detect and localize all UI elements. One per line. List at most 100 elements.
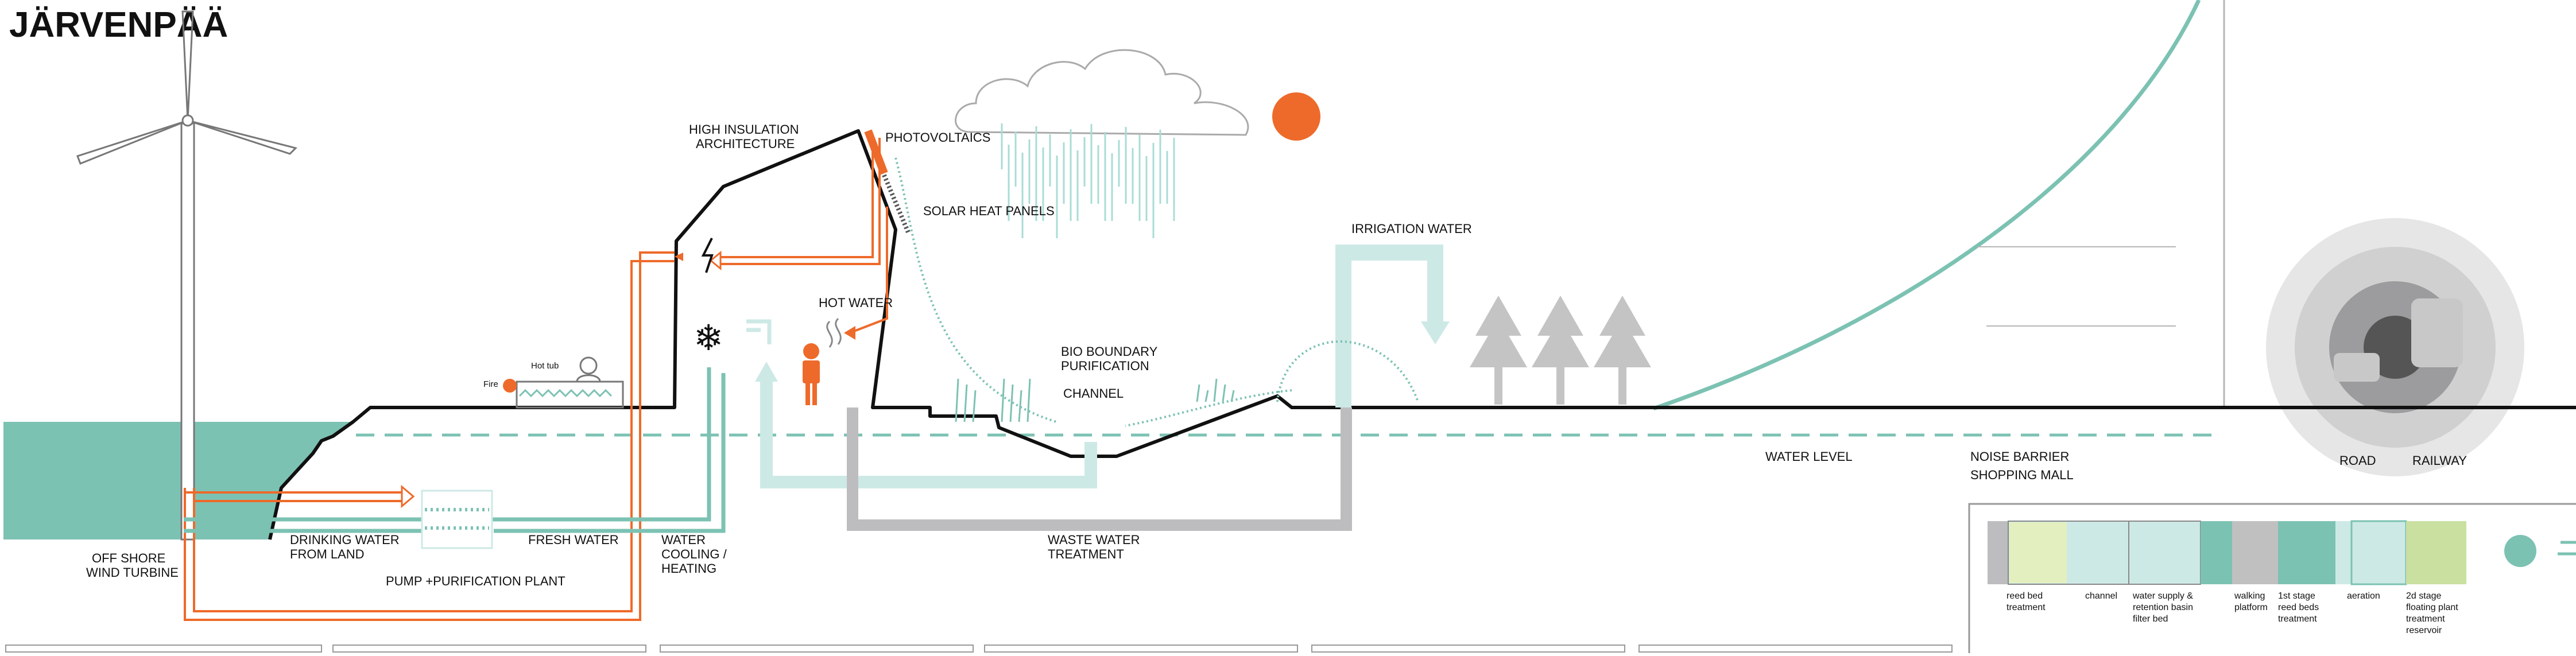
- label-channel: CHANNEL: [1063, 386, 1124, 401]
- hot-tub-icon: [516, 356, 624, 409]
- label-hot-water: HOT WATER: [819, 296, 893, 310]
- label-purification: PURIFICATION: [1061, 359, 1149, 373]
- legend-first-stage: 1st stage: [2278, 591, 2315, 601]
- reed: [1009, 384, 1014, 422]
- cooling-pipe: [494, 373, 726, 533]
- rain-flow: [894, 157, 1057, 423]
- photovoltaic-panel: [864, 129, 888, 175]
- label-irrigation-water: IRRIGATION WATER: [1351, 222, 1472, 236]
- label-shopping-mall: SHOPPING MALL: [1970, 468, 2074, 482]
- electricity-pipes: [184, 138, 888, 621]
- reed: [1196, 384, 1200, 402]
- reed: [1018, 390, 1022, 422]
- reed: [1230, 390, 1235, 402]
- waste-water-pipe: [847, 407, 1352, 531]
- legend-floating-plant: floating plant: [2406, 603, 2458, 612]
- reed: [1026, 378, 1031, 422]
- legend-second-treatment: treatment: [2406, 614, 2445, 624]
- legend-channel: channel: [2085, 591, 2117, 601]
- label-cooling: COOLING /: [661, 547, 727, 561]
- strip-frame: [1638, 645, 1953, 653]
- arrow-icon: [1421, 321, 1450, 344]
- legend-retention-basin: retention basin: [2133, 603, 2193, 612]
- train-icon: [2411, 298, 2463, 367]
- reed: [1222, 384, 1226, 402]
- arrow-icon: [675, 253, 683, 261]
- label-bio-boundary: BIO BOUNDARY: [1061, 344, 1158, 359]
- fire-icon: [503, 379, 517, 393]
- label-water-cooling: WATER: [661, 533, 706, 547]
- snowflake-icon: ❄: [694, 319, 723, 358]
- lake-water: [3, 422, 353, 539]
- strip-frame: [332, 645, 646, 653]
- legend-platform: platform: [2234, 603, 2268, 612]
- noise-barrier-curve: [1652, 0, 2201, 411]
- irrigation-pipe: [1335, 244, 1443, 407]
- legend-aeration: aeration: [2347, 591, 2380, 601]
- arrow-icon: [755, 362, 778, 382]
- label-pump-plant: PUMP +PURIFICATION PLANT: [386, 574, 565, 588]
- reed: [972, 390, 977, 422]
- label-waste-water: WASTE WATER: [1048, 533, 1140, 547]
- legend-reservoir: reservoir: [2406, 626, 2442, 635]
- label-architecture: ARCHITECTURE: [696, 137, 795, 151]
- label-solar-heat-panels: SOLAR HEAT PANELS: [923, 204, 1055, 218]
- arrow-icon: [401, 484, 415, 509]
- label-off-shore: OFF SHORE: [92, 551, 165, 565]
- wind-turbine-icon: [76, 10, 297, 541]
- plant-icon: [2504, 535, 2536, 567]
- wetland-legend: [1968, 503, 2576, 656]
- label-wind-turbine: WIND TURBINE: [86, 565, 179, 580]
- legend-walking: walking: [2234, 591, 2265, 601]
- legend-second-stage: 2d stage: [2406, 591, 2441, 601]
- bottom-strip: [5, 645, 1953, 653]
- label-hot-tub: Hot tub: [531, 361, 559, 371]
- legend-reed-bed-treatment: treatment: [2006, 603, 2046, 612]
- person-icon: [803, 343, 820, 405]
- legend-reed-bed: reed bed: [2006, 591, 2043, 601]
- ground-section: [268, 129, 2576, 540]
- legend-first-treatment: treatment: [2278, 614, 2317, 624]
- strip-frame: [660, 645, 974, 653]
- sun-icon: [1272, 92, 1320, 141]
- legend-reed-beds: reed beds: [2278, 603, 2319, 612]
- page-title: JÄRVENPÄÄ: [9, 5, 228, 45]
- label-fire: Fire: [483, 379, 498, 389]
- label-drinking-water: DRINKING WATER: [290, 533, 400, 547]
- arrow-icon: [709, 250, 722, 271]
- lightning-icon: [701, 238, 714, 273]
- label-fresh-water: FRESH WATER: [528, 533, 619, 547]
- car-icon: [2334, 353, 2380, 382]
- rain-icon: [1001, 123, 1175, 238]
- fresh-water-pipes: [184, 367, 711, 533]
- cloud-icon: [955, 49, 1249, 136]
- label-high-insulation: HIGH INSULATION: [689, 122, 799, 137]
- legend-water-supply: water supply &: [2132, 591, 2193, 601]
- label-treatment: TREATMENT: [1048, 547, 1124, 561]
- tap-icon: [2558, 541, 2576, 556]
- arrow-icon: [844, 326, 855, 340]
- channel-pipe: [760, 373, 1097, 488]
- pump-plant-box: [421, 490, 493, 549]
- label-water-level: WATER LEVEL: [1765, 449, 1853, 464]
- label-railway: RAILWAY: [2412, 453, 2467, 468]
- tap-icon: [746, 319, 772, 344]
- strip-frame: [5, 645, 322, 653]
- reed: [1204, 390, 1209, 402]
- label-road: ROAD: [2339, 453, 2376, 468]
- reeds-icon: [955, 378, 1235, 422]
- steam-icon: [826, 317, 842, 348]
- reed: [1213, 378, 1218, 402]
- reed: [1001, 378, 1005, 422]
- tunnel-icon: [2266, 218, 2524, 476]
- strip-frame: [1311, 645, 1625, 653]
- label-from-land: FROM LAND: [290, 547, 365, 561]
- legend-filter-bed: filter bed: [2133, 614, 2168, 624]
- reed: [963, 384, 968, 422]
- trees-icon: [1470, 296, 1651, 405]
- label-noise-barrier: NOISE BARRIER: [1970, 449, 2069, 464]
- label-photovoltaics: PHOTOVOLTAICS: [885, 130, 990, 145]
- label-heating: HEATING: [661, 561, 716, 576]
